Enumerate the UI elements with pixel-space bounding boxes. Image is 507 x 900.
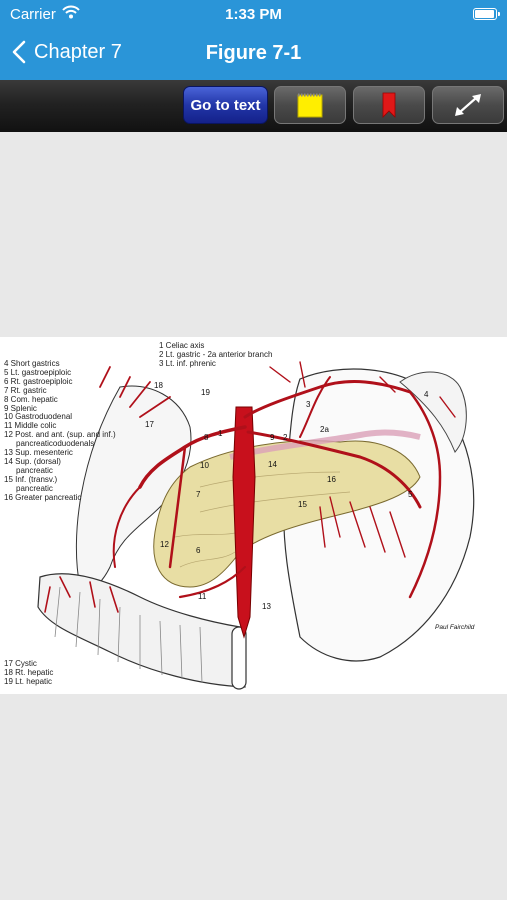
label-6: 6 [196, 546, 201, 555]
label-4: 4 [424, 390, 429, 399]
back-button[interactable]: Chapter 7 [12, 40, 122, 64]
legend-item: 15 Inf. (transv.) [4, 474, 58, 484]
note-button[interactable] [274, 86, 346, 124]
legend-bottom: 17 Cystic 18 Rt. hepatic 19 Lt. hepatic [4, 659, 54, 687]
label-9: 9 [270, 433, 275, 442]
label-2a: 2a [320, 425, 329, 434]
legend-item: 17 Cystic [4, 659, 37, 668]
legend-item: 4 Short gastrics [4, 359, 60, 368]
legend-item: 12 Post. and ant. (sup. and inf.) [4, 430, 116, 440]
artist-signature: Paul Fairchild [435, 624, 475, 631]
legend-item: 1 Celiac axis [159, 341, 205, 350]
legend-left: 4 Short gastrics 5 Lt. gastroepiploic 6 … [4, 359, 116, 503]
pancreas-arteries-illustration: 1 2 2a 3 4 5 6 7 8 9 10 11 12 13 14 15 1… [37, 361, 475, 690]
legend-item: 14 Sup. (dorsal) [4, 456, 61, 466]
legend-item: 9 Splenic [4, 403, 37, 413]
label-7: 7 [196, 490, 201, 499]
legend-item: 5 Lt. gastroepiploic [4, 367, 72, 377]
legend-item: 13 Sup. mesenteric [4, 448, 73, 458]
legend-item: pancreatic [16, 483, 53, 493]
legend-item: 8 Com. hepatic [4, 394, 58, 404]
legend-item: 16 Greater pancreatic [4, 492, 82, 502]
expand-button[interactable] [432, 86, 504, 124]
label-17: 17 [145, 420, 154, 429]
legend-item: 3 Lt. inf. phrenic [159, 358, 216, 368]
go-to-text-button[interactable]: Go to text [183, 86, 268, 124]
label-15: 15 [298, 500, 307, 509]
legend-item: 10 Gastroduodenal [4, 412, 73, 422]
label-16: 16 [327, 475, 336, 484]
label-19: 19 [201, 388, 210, 397]
label-1: 1 [218, 429, 223, 438]
page-title: Figure 7-1 [205, 42, 302, 64]
legend-item: pancreatic [16, 465, 53, 475]
content-area: 1 2 2a 3 4 5 6 7 8 9 10 11 12 13 14 15 1… [0, 132, 507, 900]
legend-item: 6 Rt. gastroepiploic [4, 376, 73, 386]
expand-arrows-icon [455, 94, 481, 116]
legend-top: 1 Celiac axis 2 Lt. gastric - 2a anterio… [159, 341, 273, 369]
label-2: 2 [283, 433, 288, 442]
label-8: 8 [204, 433, 209, 442]
legend-item: pancreaticoduodenals [16, 439, 95, 449]
navigation-bar: Chapter 7 Figure 7-1 [0, 30, 507, 80]
clock: 1:33 PM [225, 6, 282, 23]
red-bookmark-icon [382, 92, 396, 118]
label-11: 11 [198, 592, 207, 601]
label-10: 10 [200, 461, 209, 470]
legend-item: 11 Middle colic [4, 421, 57, 431]
anatomy-figure: 1 2 2a 3 4 5 6 7 8 9 10 11 12 13 14 15 1… [0, 337, 507, 694]
label-3: 3 [306, 400, 311, 409]
bookmark-button[interactable] [353, 86, 425, 124]
label-18: 18 [154, 381, 163, 390]
label-14: 14 [268, 460, 277, 469]
toolbar: Go to text [0, 80, 507, 132]
legend-item: 2 Lt. gastric - 2a anterior branch [159, 349, 273, 359]
yellow-note-icon [297, 93, 323, 118]
label-13: 13 [262, 602, 271, 611]
label-5: 5 [408, 490, 413, 499]
chevron-left-icon [12, 40, 26, 64]
battery-icon [473, 8, 500, 20]
status-bar: Carrier 1:33 PM [0, 0, 507, 30]
carrier-label: Carrier [10, 6, 56, 23]
label-12: 12 [160, 540, 169, 549]
legend-item: 18 Rt. hepatic [4, 667, 54, 677]
legend-item: 7 Rt. gastric [4, 385, 47, 395]
wifi-icon [62, 5, 80, 24]
back-button-label: Chapter 7 [34, 40, 122, 63]
legend-item: 19 Lt. hepatic [4, 676, 53, 686]
